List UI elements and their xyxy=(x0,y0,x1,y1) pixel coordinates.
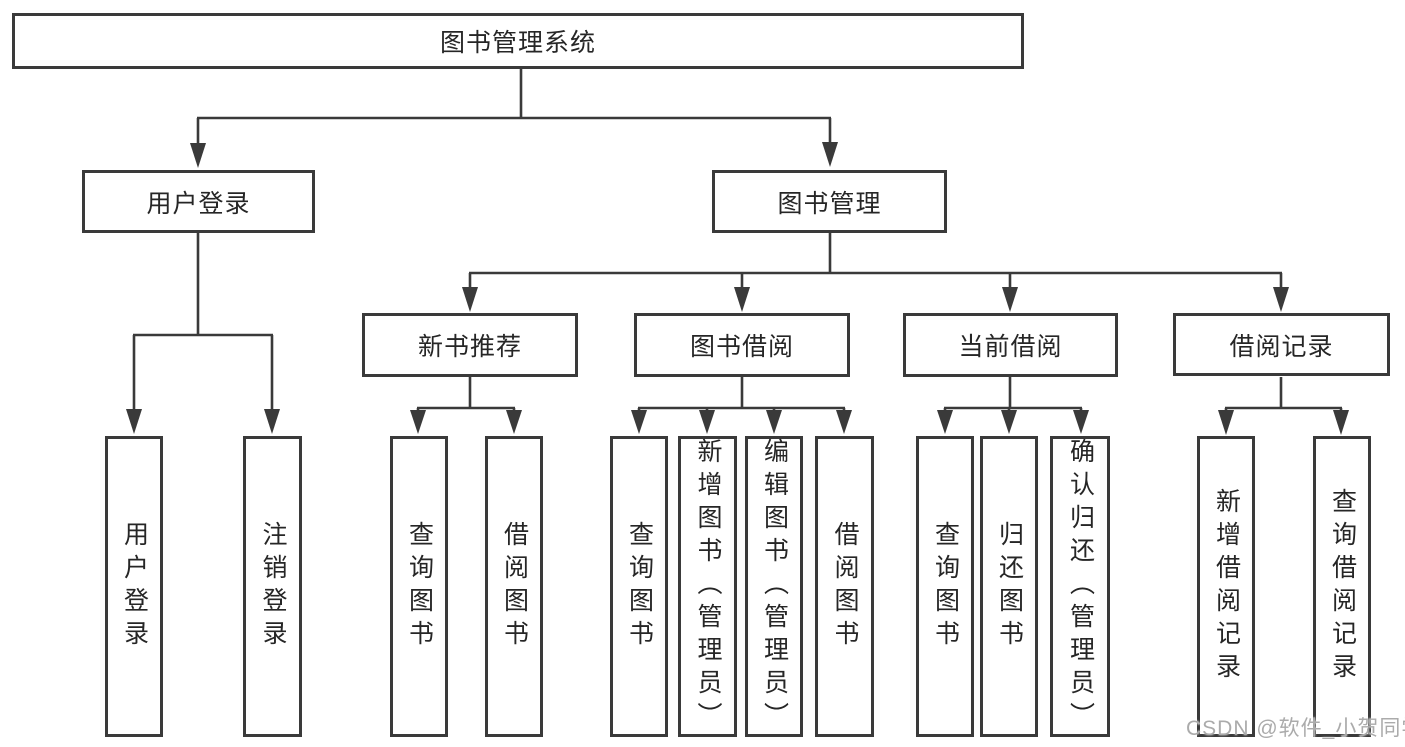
leaf-query-books-recommend: 查询图书 xyxy=(390,436,448,737)
leaf-label: 归还图书 xyxy=(995,520,1024,653)
leaf-query-books-current: 查询图书 xyxy=(916,436,974,737)
connector-new-book-branch xyxy=(410,377,522,434)
leaf-label: 新增图书（管理员） xyxy=(694,438,722,735)
leaf-label: 注销登录 xyxy=(259,520,287,653)
node-library-management-system: 图书管理系统 xyxy=(12,13,1024,69)
node-label: 借阅记录 xyxy=(1229,332,1334,361)
node-book-borrow: 图书借阅 xyxy=(634,313,850,377)
leaf-label: 借阅图书 xyxy=(500,520,529,653)
leaf-logout: 注销登录 xyxy=(243,436,302,737)
leaf-edit-books-admin: 编辑图书（管理员） xyxy=(745,436,803,737)
leaf-label: 查询图书 xyxy=(405,520,434,653)
leaf-add-borrow-record: 新增借阅记录 xyxy=(1197,436,1255,737)
leaf-return-books: 归还图书 xyxy=(980,436,1038,737)
leaf-confirm-return-admin: 确认归还（管理员） xyxy=(1050,436,1110,737)
leaf-label: 新增借阅记录 xyxy=(1212,487,1241,686)
node-new-book-recommend: 新书推荐 xyxy=(362,313,578,377)
leaf-add-books-admin: 新增图书（管理员） xyxy=(678,436,737,737)
node-user-login: 用户登录 xyxy=(82,170,315,233)
connector-borrow-records-branch xyxy=(1218,377,1349,435)
csdn-watermark: CSDN @软件_小贺同学 xyxy=(1186,717,1405,740)
node-current-borrow: 当前借阅 xyxy=(903,313,1118,377)
node-label: 新书推荐 xyxy=(417,333,522,361)
node-label: 用户登录 xyxy=(146,189,251,218)
leaf-label: 用户登录 xyxy=(120,520,149,653)
node-label: 图书借阅 xyxy=(689,333,794,361)
connector-current-borrow-branch xyxy=(937,377,1089,434)
leaf-borrow-books-recommend: 借阅图书 xyxy=(485,436,543,737)
leaf-borrow-books: 借阅图书 xyxy=(815,436,874,737)
leaf-label: 查询借阅记录 xyxy=(1328,487,1357,686)
leaf-query-borrow-record: 查询借阅记录 xyxy=(1313,436,1371,737)
node-book-management: 图书管理 xyxy=(712,170,947,233)
leaf-label: 确认归还（管理员） xyxy=(1066,438,1095,735)
leaf-query-books-borrow: 查询图书 xyxy=(610,436,668,737)
node-borrow-records: 借阅记录 xyxy=(1173,313,1390,376)
node-label: 图书管理 xyxy=(777,189,882,218)
connector-book-management-branch xyxy=(462,233,1289,312)
leaf-user-login: 用户登录 xyxy=(105,436,163,737)
node-label: 图书管理系统 xyxy=(439,29,596,57)
leaf-label: 借阅图书 xyxy=(831,520,859,653)
leaf-label: 编辑图书（管理员） xyxy=(760,438,789,735)
leaf-label: 查询图书 xyxy=(931,520,960,653)
connector-root-to-level2 xyxy=(190,69,838,168)
node-label: 当前借阅 xyxy=(958,333,1063,361)
leaf-label: 查询图书 xyxy=(625,520,654,653)
connector-book-borrow-branch xyxy=(631,377,852,434)
connector-user-login-branch xyxy=(126,233,280,434)
